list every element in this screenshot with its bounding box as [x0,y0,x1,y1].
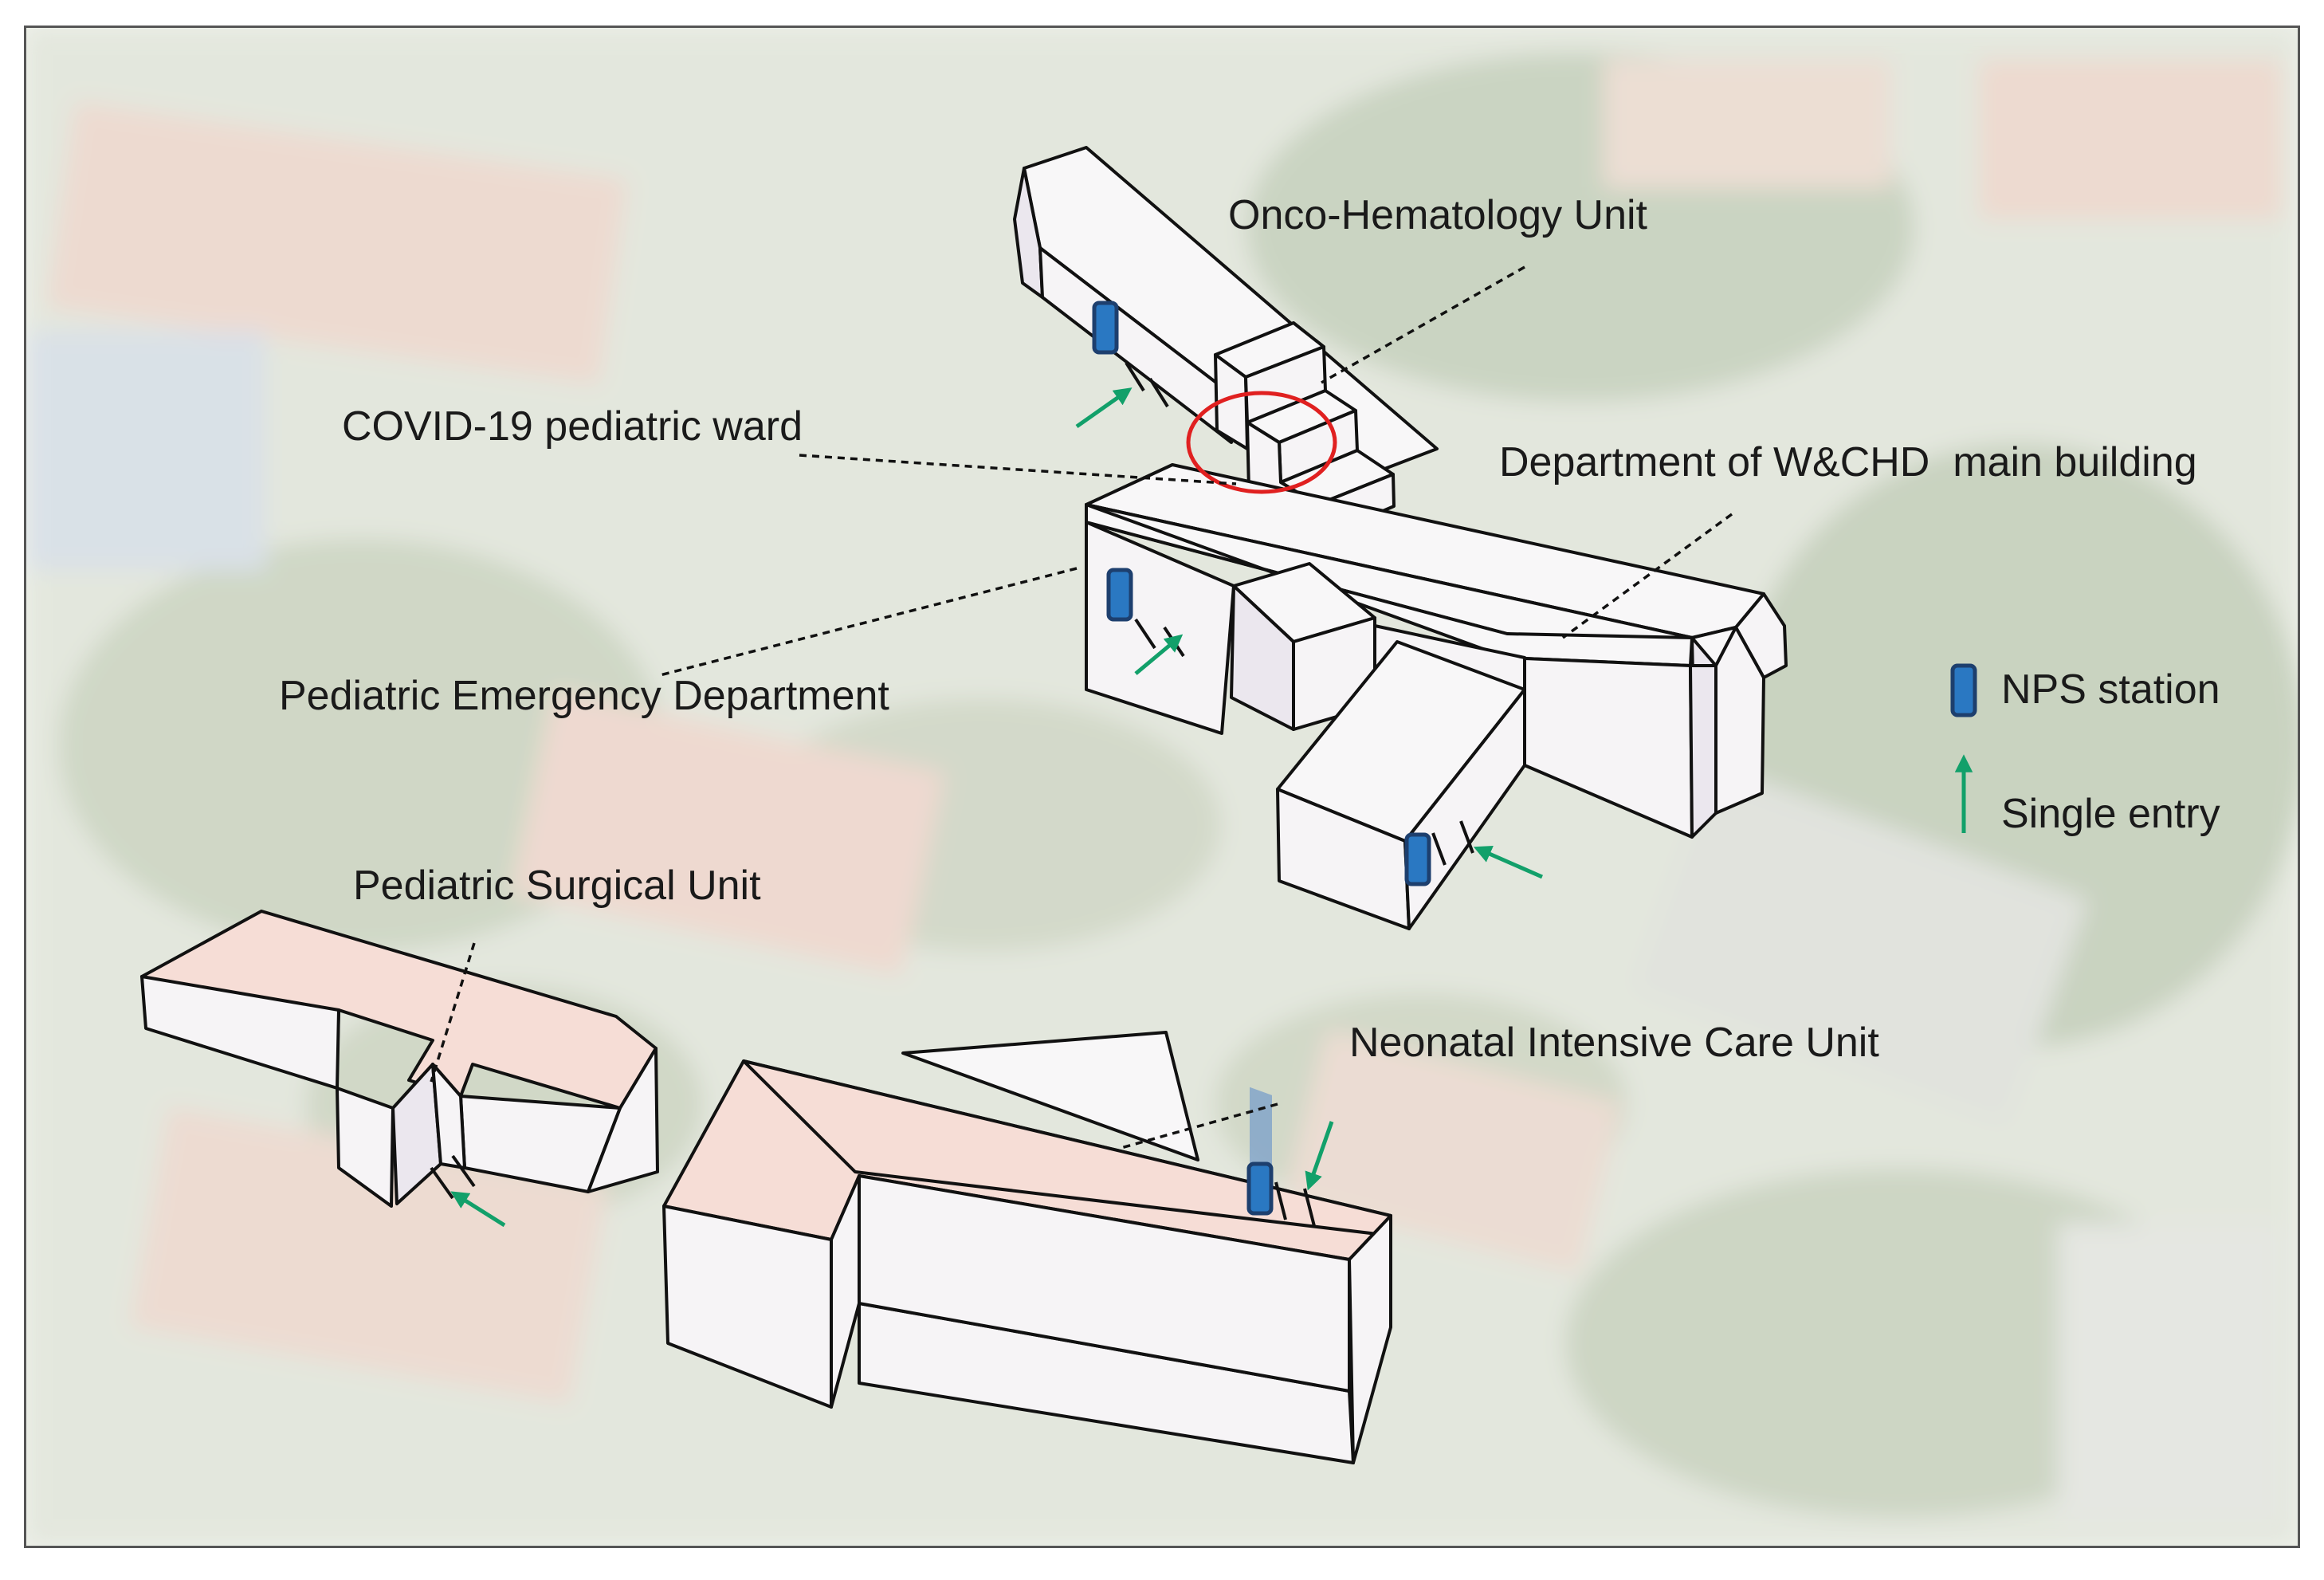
leader-main-building [1561,513,1733,639]
covid-ward-highlight-circle [1186,391,1337,494]
building-labels: Onco-Hematology Unit COVID-19 pediatric … [279,192,2197,1066]
door-mark [451,1154,476,1188]
onco-end-wall [1013,167,1044,299]
leader-pediatric-surgical [430,942,476,1083]
main-east-return [1689,664,1717,839]
door-mark [1459,820,1474,854]
nicu-long-facade-upper [858,1174,1351,1393]
entry-arrow-onco [1075,387,1133,429]
door-mark [1125,361,1145,392]
label-covid-ward: COVID-19 pediatric ward [342,403,803,450]
nps-station-emergency [1106,568,1133,622]
door-mark [430,1166,454,1200]
map-frame: Onco-Hematology Unit COVID-19 pediatric … [24,26,2300,1548]
label-onco-hematology: Onco-Hematology Unit [1228,192,1648,238]
legend-nps-station-label: NPS station [2001,666,2220,713]
leader-neonatal-icu [1117,1102,1278,1150]
nps-station-onco [1092,301,1119,355]
legend-nps-station-icon [1950,663,1977,717]
entrance-glass [1250,1087,1272,1171]
label-pediatric-emergency: Pediatric Emergency Department [279,673,889,719]
label-main-building: Department of W&CHD main building [1499,439,2197,485]
legend-single-entry-label: Single entry [2001,791,2220,837]
surgical-notch-2 [431,1063,466,1169]
label-pediatric-surgical: Pediatric Surgical Unit [353,863,761,909]
south-wing-east [1403,688,1526,930]
leader-covid-ward [799,454,1237,485]
nps-stations [1092,301,1431,1216]
door-mark [1134,618,1156,650]
main-east-end [1734,592,1788,679]
legend: NPS station Single entry [1950,663,2220,837]
nicu-annex-roof [901,1031,1199,1161]
leader-pediatric-emergency [659,567,1078,677]
pediatric-surgical-unit [140,910,659,1208]
single-entry-arrows [450,387,1544,1228]
label-neonatal-icu: Neonatal Intensive Care Unit [1349,1020,1879,1066]
leader-onco-hematology [1321,265,1525,384]
onco-side-wall [1038,246,1233,444]
annotated-aerial-map: Onco-Hematology Unit COVID-19 pediatric … [26,28,2298,1546]
surgical-end-wall [587,1047,659,1193]
main-building [1085,463,1788,1171]
door-mark [1148,377,1169,408]
neonatal-icu-building [662,1031,1392,1464]
door-mark [1303,1188,1316,1227]
surgical-facade-mid [336,1087,395,1208]
entry-arrow-south-wing [1473,846,1544,879]
entry-arrow-surgical [450,1191,506,1228]
entry-arrow-nicu [1305,1121,1334,1191]
leader-lines [430,265,1733,1150]
door-mark [1274,1181,1287,1220]
nps-station-nicu [1246,1161,1274,1216]
nps-station-south-wing [1404,832,1431,886]
nicu-end-wall [1348,1214,1392,1464]
entry-arrow-emergency [1134,634,1184,675]
door-mark [1431,832,1447,866]
